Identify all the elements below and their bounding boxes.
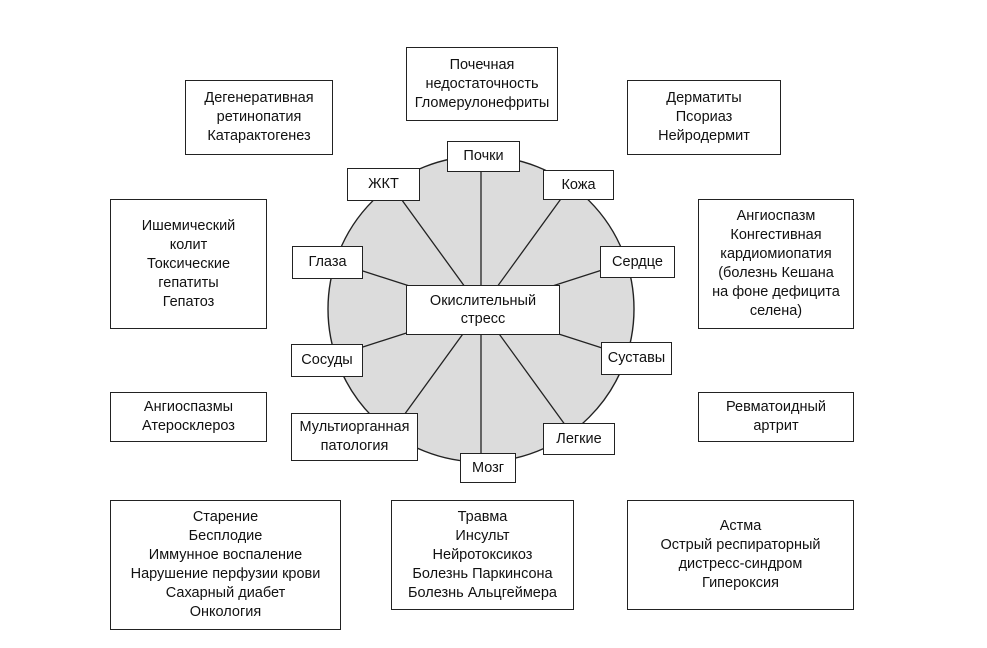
organ-joints: Суставы — [601, 342, 672, 375]
organ-eyes: Глаза — [292, 246, 363, 279]
organ-multiorgan-line-2: патология — [320, 438, 389, 454]
diseases-lungs-line: Острый респираторный — [660, 537, 821, 553]
diseases-joints-line: артрит — [753, 418, 799, 434]
organ-heart: Сердце — [600, 246, 675, 278]
diseases-multiorgan-line: Бесплодие — [188, 528, 263, 544]
center-line-1: Окислительный — [429, 293, 537, 309]
diseases-skin-line: Нейродермит — [658, 128, 750, 144]
diseases-vessels-line: Ангиоспазмы — [143, 399, 234, 415]
diseases-kidneys-line: недостаточность — [425, 75, 539, 92]
diseases-gi-line: Гепатоз — [162, 293, 215, 310]
diseases-eyes-line: ретинопатия — [216, 109, 302, 125]
diseases-vessels: Ангиоспазмы Атеросклероз — [110, 392, 267, 442]
diseases-heart-line: селена) — [749, 303, 803, 319]
organ-lungs: Легкие — [543, 423, 615, 455]
diseases-brain-line: Травма — [457, 508, 508, 525]
diseases-joints: Ревматоидный артрит — [698, 392, 854, 442]
organ-skin: Кожа — [543, 170, 614, 200]
diseases-skin-line: Дерматиты — [666, 90, 742, 106]
diseases-brain: Травма Инсульт Нейротоксикоз Болезнь Пар… — [391, 500, 574, 610]
organ-brain-label: Мозг — [471, 459, 505, 476]
diseases-multiorgan-line: Старение — [192, 509, 259, 525]
diseases-vessels-line: Атеросклероз — [142, 418, 235, 434]
center-oxidative-stress: Окислительный стресс — [406, 285, 560, 335]
organ-kidneys: Почки — [447, 141, 520, 172]
organ-multiorgan: Мультиорганная патология — [291, 413, 418, 461]
organ-lungs-label: Легкие — [556, 430, 602, 447]
diseases-lungs-line: Гипероксия — [702, 575, 779, 591]
diseases-brain-line: Инсульт — [455, 527, 510, 544]
diseases-heart-line: Конгестивная — [730, 227, 822, 243]
diseases-lungs-line: дистресс-синдром — [678, 556, 803, 572]
diseases-kidneys-line: Гломерулонефриты — [414, 94, 550, 111]
diseases-kidneys: Почечная недостаточность Гломерулонефрит… — [406, 47, 558, 121]
organ-skin-label: Кожа — [561, 176, 596, 193]
diseases-gi-line: гепатиты — [158, 274, 219, 291]
diseases-gi: Ишемический колит Токсические гепатиты Г… — [110, 199, 267, 329]
organ-gi-label: ЖКТ — [368, 176, 399, 192]
diseases-eyes-line: Дегенеративная — [204, 90, 314, 106]
organ-vessels: Сосуды — [291, 344, 363, 377]
diseases-brain-line: Болезнь Паркинсона — [412, 565, 553, 582]
diseases-multiorgan-line: Онкология — [189, 604, 262, 620]
diseases-lungs-line: Астма — [719, 518, 762, 534]
diseases-heart-line: (болезнь Кешана — [718, 265, 834, 281]
diseases-joints-line: Ревматоидный — [726, 399, 826, 415]
diseases-gi-line: Ишемический — [141, 217, 236, 234]
diseases-eyes: Дегенеративная ретинопатия Катарактогене… — [185, 80, 333, 155]
diseases-multiorgan-line: Нарушение перфузии крови — [130, 566, 321, 582]
organ-eyes-label: Глаза — [308, 254, 347, 270]
diseases-brain-line: Нейротоксикоз — [432, 546, 533, 563]
diseases-kidneys-line: Почечная — [449, 56, 515, 73]
diseases-gi-line: колит — [169, 236, 208, 253]
diseases-multiorgan-line: Иммунное воспаление — [148, 547, 303, 563]
diseases-multiorgan-line: Сахарный диабет — [165, 585, 286, 601]
diseases-eyes-line: Катарактогенез — [207, 128, 311, 144]
diseases-heart-line: Ангиоспазм — [736, 208, 816, 224]
organ-kidneys-label: Почки — [463, 148, 504, 164]
organ-multiorgan-line-1: Мультиорганная — [299, 419, 410, 435]
diseases-heart-line: на фоне дефицита — [712, 284, 840, 300]
diseases-skin: Дерматиты Псориаз Нейродермит — [627, 80, 781, 155]
center-line-2: стресс — [460, 311, 506, 327]
organ-joints-label: Суставы — [607, 350, 666, 366]
diseases-gi-line: Токсические — [146, 255, 231, 272]
organ-heart-label: Сердце — [612, 253, 663, 270]
organ-gi: ЖКТ — [347, 168, 420, 201]
organ-brain: Мозг — [460, 453, 516, 483]
diseases-skin-line: Псориаз — [675, 109, 733, 125]
diseases-brain-line: Болезнь Альцгеймера — [408, 584, 557, 601]
diseases-lungs: Астма Острый респираторный дистресс-синд… — [627, 500, 854, 610]
organ-vessels-label: Сосуды — [301, 352, 353, 368]
diseases-multiorgan: Старение Бесплодие Иммунное воспаление Н… — [110, 500, 341, 630]
diseases-heart-line: кардиомиопатия — [720, 246, 832, 262]
diseases-heart: Ангиоспазм Конгестивная кардиомиопатия (… — [698, 199, 854, 329]
